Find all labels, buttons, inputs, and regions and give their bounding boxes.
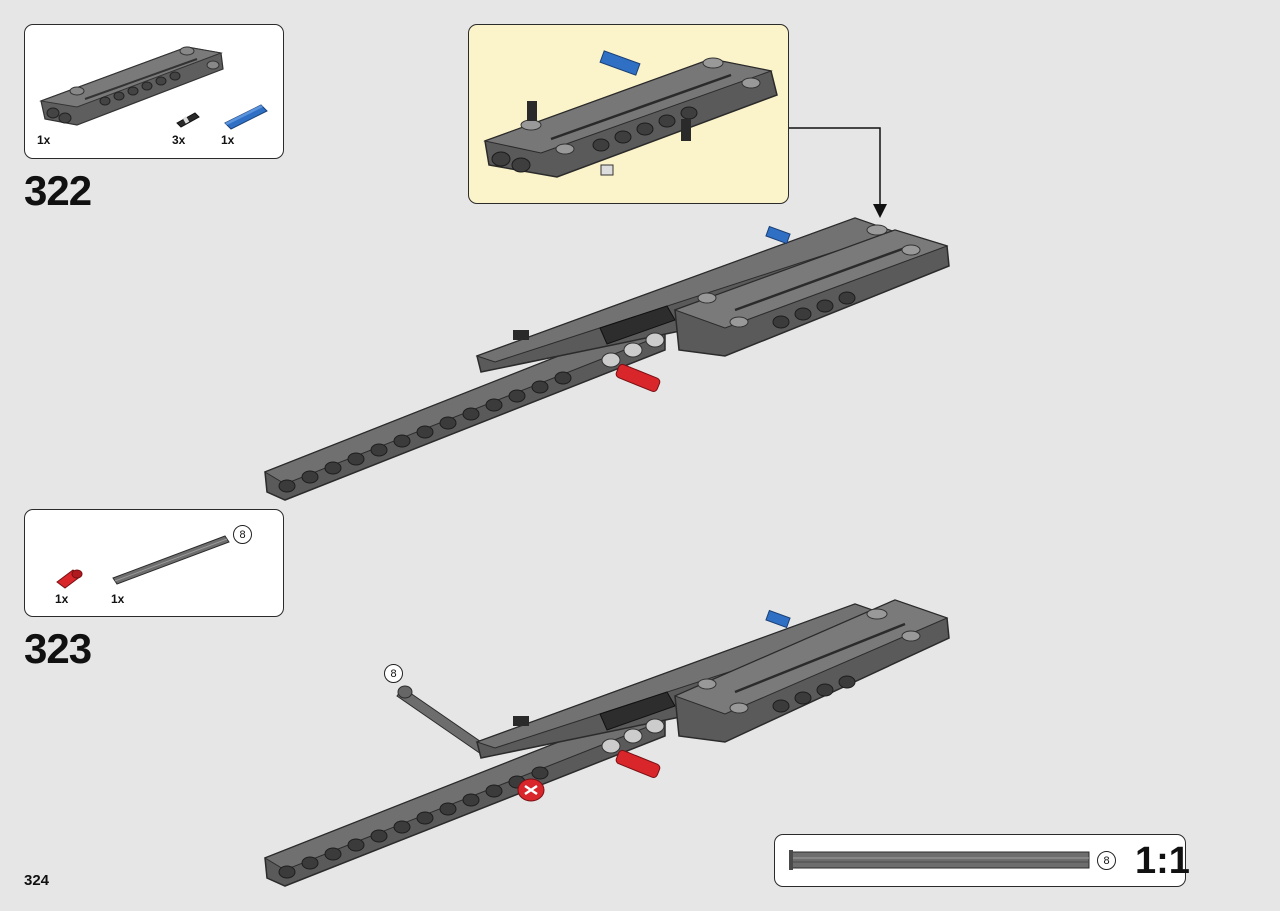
step-number: 322: [24, 167, 92, 214]
axle-8-icon: [112, 535, 230, 585]
parts-list-322: 1x 3x 1x: [24, 24, 284, 159]
qty-label: 3x: [172, 133, 186, 147]
assembly-step-323: [263, 599, 950, 887]
axle-length-marker: 8: [1097, 851, 1116, 870]
blue-axle-pin-icon: [224, 104, 268, 130]
scale-ratio: 1:1: [1135, 840, 1190, 882]
axle-scale-icon: [789, 850, 1090, 870]
axle-length-marker: 8: [233, 525, 252, 544]
parts-list-323: 1x 1x 8: [24, 509, 284, 617]
scale-reference-box: 8 1:1: [774, 834, 1190, 887]
qty-label: 1x: [55, 592, 69, 606]
assembly-step-322: [263, 217, 950, 501]
black-pin-icon: [176, 112, 200, 128]
page-number: 324: [24, 872, 50, 889]
red-bush-icon: [56, 569, 83, 589]
liftarm-panel-icon: [39, 46, 224, 126]
qty-label: 1x: [37, 133, 51, 147]
liftarm-subassembly-icon: [483, 50, 778, 178]
step-number: 323: [24, 625, 92, 672]
axle-length-marker: 8: [384, 664, 403, 683]
callout-subassembly: [468, 24, 789, 204]
qty-label: 1x: [111, 592, 125, 606]
qty-label: 1x: [221, 133, 235, 147]
